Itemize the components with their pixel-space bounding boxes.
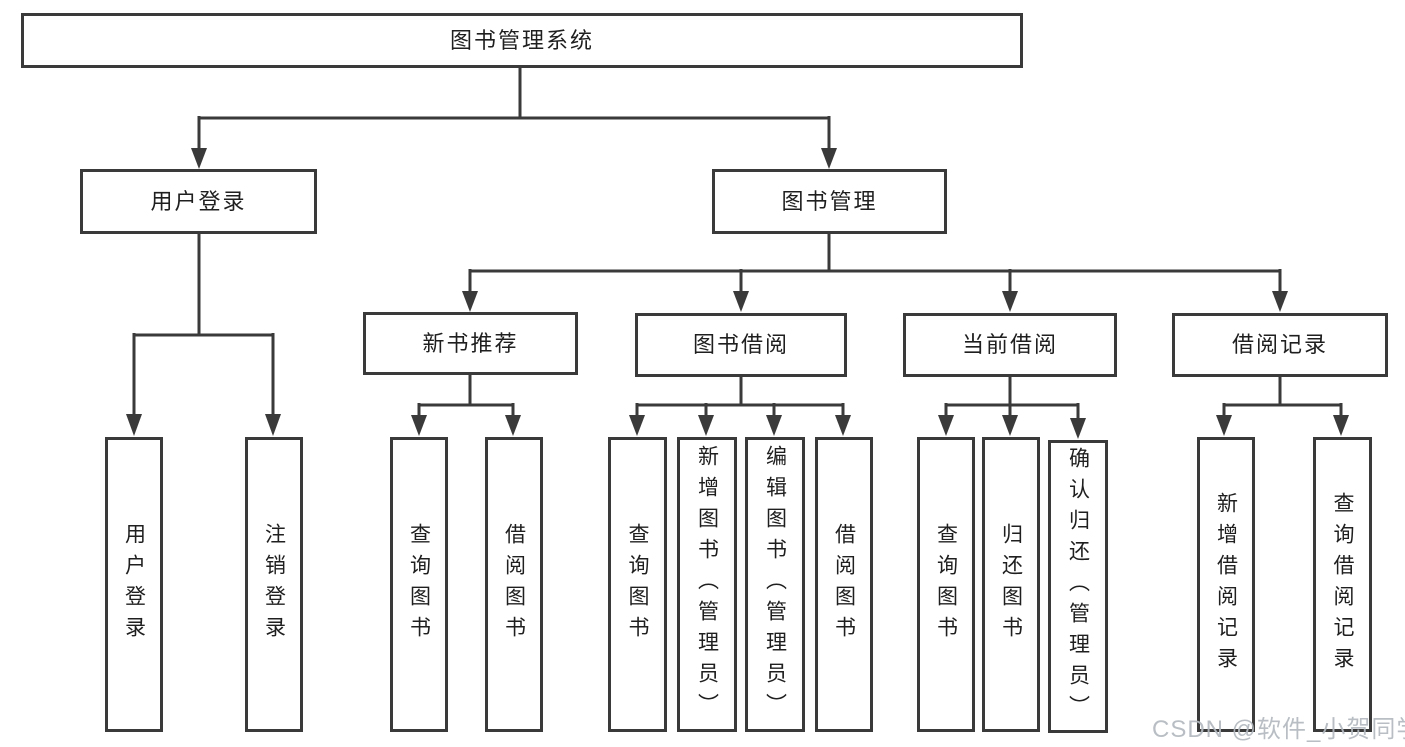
leaf-logout: 注销登录	[245, 437, 303, 732]
node-borrowing-records: 借阅记录	[1172, 313, 1388, 377]
leaf-borrow-books-recommend: 借阅图书	[485, 437, 543, 732]
leaf-borrow-books-borrowing: 借阅图书	[815, 437, 873, 732]
leaf-return-book: 归还图书	[982, 437, 1040, 732]
node-current-borrowing: 当前借阅	[903, 313, 1117, 377]
leaf-add-borrow-record: 新增借阅记录	[1197, 437, 1255, 732]
node-book-borrowing: 图书借阅	[635, 313, 847, 377]
node-new-book-recommend: 新书推荐	[363, 312, 578, 375]
node-library-management-system: 图书管理系统	[21, 13, 1023, 68]
leaf-query-books-borrowing: 查询图书	[608, 437, 667, 732]
node-user-login: 用户登录	[80, 169, 317, 234]
leaf-add-book-admin: 新增图书（管理员）	[677, 437, 737, 732]
leaf-edit-book-admin: 编辑图书（管理员）	[745, 437, 805, 732]
leaf-query-borrow-record: 查询借阅记录	[1313, 437, 1372, 732]
node-book-management: 图书管理	[712, 169, 947, 234]
leaf-user-login: 用户登录	[105, 437, 163, 732]
leaf-query-books-current: 查询图书	[917, 437, 975, 732]
leaf-confirm-return-admin: 确认归还（管理员）	[1048, 440, 1108, 733]
watermark-text: CSDN @软件_小贺同学	[1152, 716, 1405, 743]
leaf-query-books-recommend: 查询图书	[390, 437, 448, 732]
